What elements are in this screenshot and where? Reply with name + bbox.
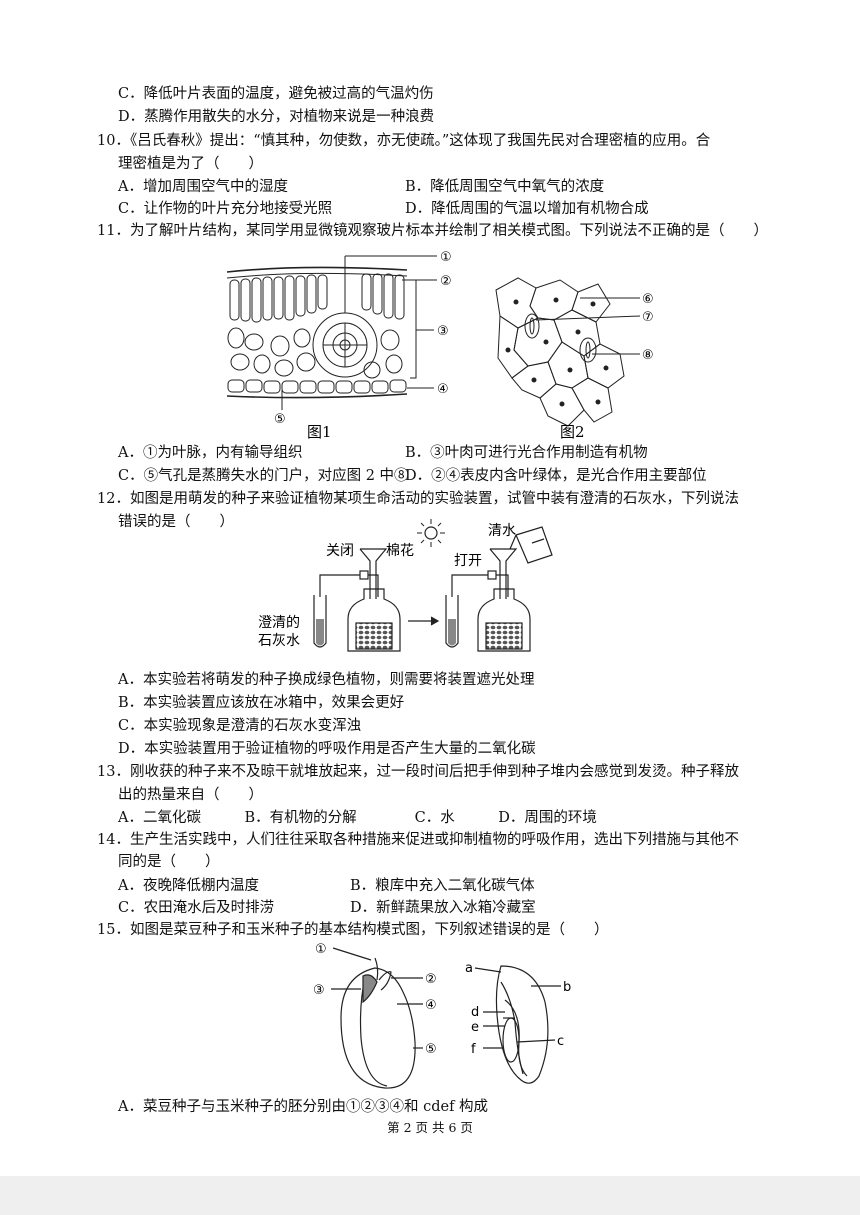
corn-label-a: a [465,961,473,976]
label-limewater-2: 石灰水 [258,633,300,649]
q9-option-c: C．降低叶片表面的温度，避免被过高的气温灼伤 [118,86,434,102]
seed-structure-figure: ① ② ③ ④ ⑤ a b c d e f [313,942,571,1089]
corn-label-f: f [471,1042,476,1057]
q14-option-b: B．粮库中充入二氧化碳气体 [350,878,535,894]
q12-stem-line1: 12．如图是用萌发的种子来验证植物某项生命活动的实验装置，试管中装有澄清的石灰水… [97,491,739,507]
experiment-apparatus-figure: 关闭 棉花 打开 清水 澄清的 石灰水 [258,519,553,652]
label-closed: 关闭 [326,543,354,559]
leaf-label-3: ③ [437,324,449,339]
q10-option-d: D．降低周围的气温以增加有机物合成 [405,201,649,217]
figure-2-caption: 图2 [560,423,585,440]
q14-option-c: C．农田淹水后及时排涝 [118,900,275,916]
sun-icon [424,526,438,540]
q9-option-d: D．蒸腾作用散失的水分，对植物来说是一种浪费 [118,109,435,125]
q15-stem: 15．如图是菜豆种子和玉米种子的基本结构模式图，下列叙述错误的是（ ） [97,922,609,938]
label-cotton: 棉花 [386,542,414,559]
epidermis-label-6: ⑥ [642,292,654,307]
bean-label-2: ② [425,972,437,987]
q13-stem-line2: 出的热量来自（ ） [118,787,263,803]
q15-option-a: A．菜豆种子与玉米种子的胚分别由①②③④和 cdef 构成 [118,1099,489,1115]
corn-label-e: e [471,1020,479,1035]
corn-label-d: d [471,1005,479,1020]
bottom-margin [0,1176,860,1215]
label-water: 清水 [488,523,516,539]
epidermis-label-7: ⑦ [642,310,654,325]
q11-stem: 11．为了解叶片结构，某同学用显微镜观察玻片标本并绘制了相关模式图。下列说法不正… [97,223,768,239]
leaf-label-4: ④ [437,382,449,397]
q11-option-a: A．①为叶脉，内有输导组织 [118,445,303,461]
q12-option-a: A．本实验若将萌发的种子换成绿色植物，则需要将装置遮光处理 [118,672,535,688]
q14-stem-line1: 14．生产生活实践中，人们往往采取各种措施来促进或抑制植物的呼吸作用，选出下列措… [97,832,739,848]
q13-options: A．二氧化碳 B．有机物的分解 C．水 D．周围的环境 [118,810,597,826]
q10-option-c: C．让作物的叶片充分地接受光照 [118,201,333,217]
leaf-cross-section-figure: ① ② ③ ④ ⑤ 图1 [226,250,452,440]
label-limewater-1: 澄清的 [258,615,300,631]
bean-label-5: ⑤ [425,1042,437,1057]
q12-stem-line2: 错误的是（ ） [118,514,234,530]
page-footer: 第 2 页 共 6 页 [387,1120,473,1135]
figure-1-caption: 图1 [307,423,332,440]
q14-option-a: A．夜晚降低棚内温度 [118,878,259,894]
leaf-label-5: ⑤ [274,412,286,427]
bean-label-1: ① [315,942,327,957]
leaf-label-1: ① [440,250,452,265]
q11-option-c: C．⑤气孔是蒸腾失水的门户，对应图 2 中⑧ [118,468,409,484]
q12-option-b: B．本实验装置应该放在冰箱中，效果会更好 [118,695,405,711]
bean-label-4: ④ [425,998,437,1013]
q10-stem-line1: 10．《吕氏春秋》提出：“慎其种，勿使数，亦无使疏。”这体现了我国先民对合理密植… [97,133,711,149]
q11-option-d: D．②④表皮内含叶绿体，是光合作用主要部位 [405,468,707,484]
leaf-label-2: ② [440,274,452,289]
epidermis-figure: ⑥ ⑦ ⑧ 图2 [495,277,654,440]
bean-label-3: ③ [313,983,325,998]
q10-option-b: B．降低周围空气中氧气的浓度 [405,179,605,195]
q11-option-b: B．③叶肉可进行光合作用制造有机物 [405,445,648,461]
q12-option-d: D．本实验装置用于验证植物的呼吸作用是否产生大量的二氧化碳 [118,741,536,757]
q10-stem-line2: 理密植是为了（ ） [118,156,263,172]
q10-option-a: A．增加周围空气中的湿度 [118,179,288,195]
q13-stem-line1: 13．刚收获的种子来不及晾干就堆放起来，过一段时间后把手伸到种子堆内会感觉到发烫… [97,764,739,780]
corn-label-c: c [557,1034,564,1049]
epidermis-label-8: ⑧ [642,348,654,363]
q14-option-d: D．新鲜蔬果放入冰箱冷藏室 [350,900,536,916]
corn-label-b: b [563,980,571,995]
label-open: 打开 [454,552,482,569]
q14-stem-line2: 同的是（ ） [118,854,220,870]
q12-option-c: C．本实验现象是澄清的石灰水变浑浊 [118,718,362,734]
